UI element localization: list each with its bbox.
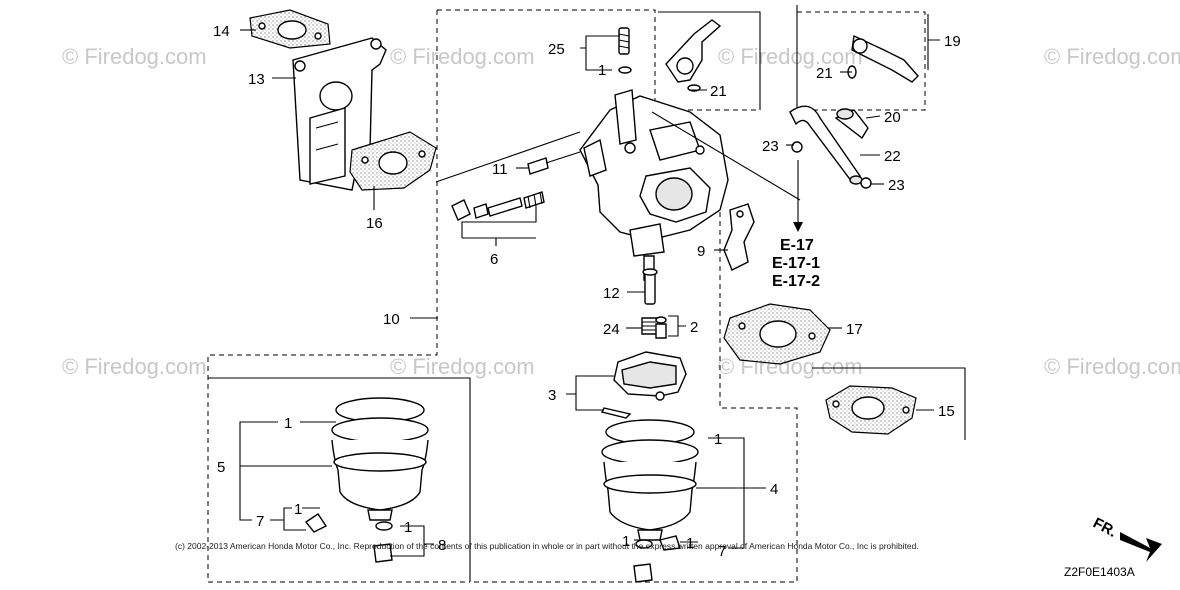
- callout-9: 9: [697, 243, 705, 260]
- throttle-stop-part-9: [723, 203, 755, 271]
- callout-25: 25: [548, 41, 565, 58]
- callout-21: 21: [816, 65, 833, 82]
- drain-screw-left: [304, 513, 393, 563]
- callout-5: 5: [217, 459, 225, 476]
- callout-1: 1: [714, 431, 722, 448]
- bowl-frame: [208, 377, 471, 582]
- screw-part-25: [618, 27, 632, 74]
- callout-21: 21: [710, 83, 727, 100]
- callout-13: 13: [248, 71, 265, 88]
- watermark: © Firedog.com: [390, 44, 535, 69]
- callout-1: 1: [284, 415, 292, 432]
- ref-label: E-17-1: [772, 255, 820, 272]
- gasket-part-14: [249, 9, 331, 49]
- float-part-3: [600, 351, 687, 419]
- callout-23: 23: [762, 138, 779, 155]
- callout-labels: 14 13 16 25 1 21 21 19 20 22 23 23 11 6 …: [213, 23, 961, 560]
- callout-20: 20: [884, 109, 901, 126]
- inset-frame: [658, 11, 761, 110]
- callout-1: 1: [686, 535, 694, 552]
- choke-lever-inset: [665, 19, 722, 92]
- pilot-screw-part-6: [451, 191, 545, 221]
- callout-7: 7: [718, 543, 726, 560]
- callout-12: 12: [603, 285, 620, 302]
- screw-part-11: [527, 151, 581, 175]
- callout-11: 11: [492, 161, 508, 178]
- carburetor-body: [579, 89, 729, 281]
- callout-22: 22: [884, 148, 901, 165]
- copyright-notice: (c) 2002-2013 American Honda Motor Co., …: [175, 541, 919, 551]
- insulator-part-15: [825, 385, 917, 435]
- watermark: © Firedog.com: [62, 44, 207, 69]
- insulator-bracket-part-13: [292, 37, 387, 191]
- float-bowl-right: [601, 419, 699, 541]
- gasket-part-16: [349, 131, 437, 191]
- front-label: FR.: [1090, 515, 1119, 541]
- ref-label: E-17-2: [772, 273, 820, 290]
- callout-2: 2: [690, 319, 698, 336]
- gasket-part-17: [723, 303, 831, 365]
- callout-1: 1: [622, 533, 630, 550]
- callout-15: 15: [938, 403, 955, 420]
- watermark: © Firedog.com: [390, 354, 535, 379]
- callout-1: 1: [404, 519, 412, 536]
- front-arrow-icon: [1120, 532, 1162, 562]
- left-bowl-border: [207, 10, 470, 583]
- watermark: © Firedog.com: [1044, 44, 1180, 69]
- callout-17: 17: [846, 321, 863, 338]
- callout-4: 4: [770, 481, 778, 498]
- callout-1: 1: [598, 62, 606, 79]
- callout-14: 14: [213, 23, 230, 40]
- watermark: © Firedog.com: [62, 354, 207, 379]
- watermark: © Firedog.com: [718, 44, 863, 69]
- callout-10: 10: [383, 311, 400, 328]
- callout-1: 1: [294, 501, 302, 518]
- callout-24: 24: [603, 321, 620, 338]
- gasket-frame: [812, 367, 966, 440]
- float-bowl-left: [331, 397, 429, 521]
- watermark-layer: © Firedog.com © Firedog.com © Firedog.co…: [62, 44, 1180, 379]
- callout-16: 16: [366, 215, 383, 232]
- diagram-code: Z2F0E1403A: [1064, 565, 1135, 579]
- callout-7: 7: [256, 513, 264, 530]
- main-nozzle-part-12: [642, 268, 658, 305]
- callout-23: 23: [888, 177, 905, 194]
- right-bowl-border: [470, 185, 798, 583]
- leader-lines: [239, 14, 940, 557]
- lever-assembly-border: [797, 11, 926, 111]
- callout-19: 19: [944, 33, 961, 50]
- reference-labels: E-17 E-17-1 E-17-2: [772, 237, 820, 290]
- ref-label: E-17: [780, 237, 814, 254]
- callout-8: 8: [438, 537, 446, 554]
- jet-part-2: [655, 316, 667, 339]
- tube-part-20: [834, 108, 869, 140]
- callout-6: 6: [490, 251, 498, 268]
- drain-screw-right: [633, 535, 681, 583]
- clip-part-23: [791, 141, 872, 189]
- watermark: © Firedog.com: [1044, 354, 1180, 379]
- callout-3: 3: [548, 387, 556, 404]
